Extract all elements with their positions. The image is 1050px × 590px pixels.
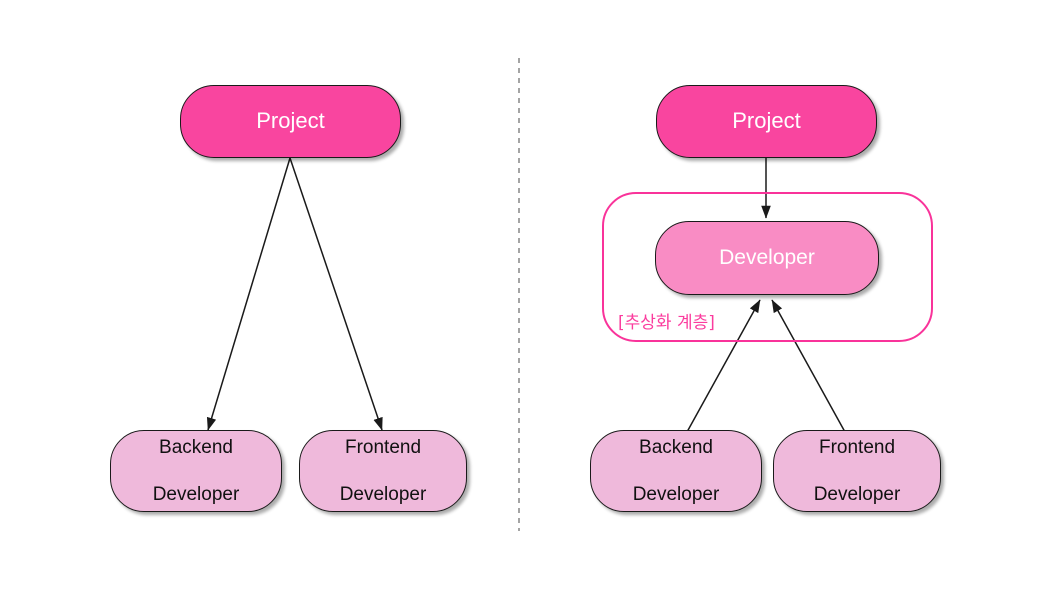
edge-right-backend-to-developer — [686, 299, 761, 433]
node-left-backend-developer-line2: Developer — [152, 483, 240, 505]
edge-right-frontend-to-developer — [771, 299, 846, 433]
node-right-frontend-developer-line2: Developer — [813, 483, 901, 505]
node-left-frontend-developer-line2: Developer — [339, 483, 427, 505]
node-right-backend-developer-line1: Backend — [639, 437, 713, 459]
node-right-developer-label: Developer — [719, 246, 815, 270]
node-right-project-label: Project — [732, 108, 801, 134]
node-right-frontend-developer-line1: Frontend — [818, 437, 896, 459]
node-right-project[interactable]: Project — [656, 85, 877, 158]
node-left-frontend-developer-line1: Frontend — [344, 437, 422, 459]
node-right-backend-developer-line2: Developer — [632, 483, 720, 505]
node-left-project-label: Project — [256, 108, 325, 134]
node-left-backend-developer-line1: Backend — [159, 437, 233, 459]
abstraction-layer-label: [추상화 계층] — [618, 313, 715, 333]
node-left-project[interactable]: Project — [180, 85, 401, 158]
node-right-developer[interactable]: Developer — [655, 221, 879, 295]
edge-left-project-to-backend — [206, 157, 291, 431]
abstraction-layer-container — [602, 192, 933, 342]
edge-left-project-to-frontend — [289, 157, 383, 431]
